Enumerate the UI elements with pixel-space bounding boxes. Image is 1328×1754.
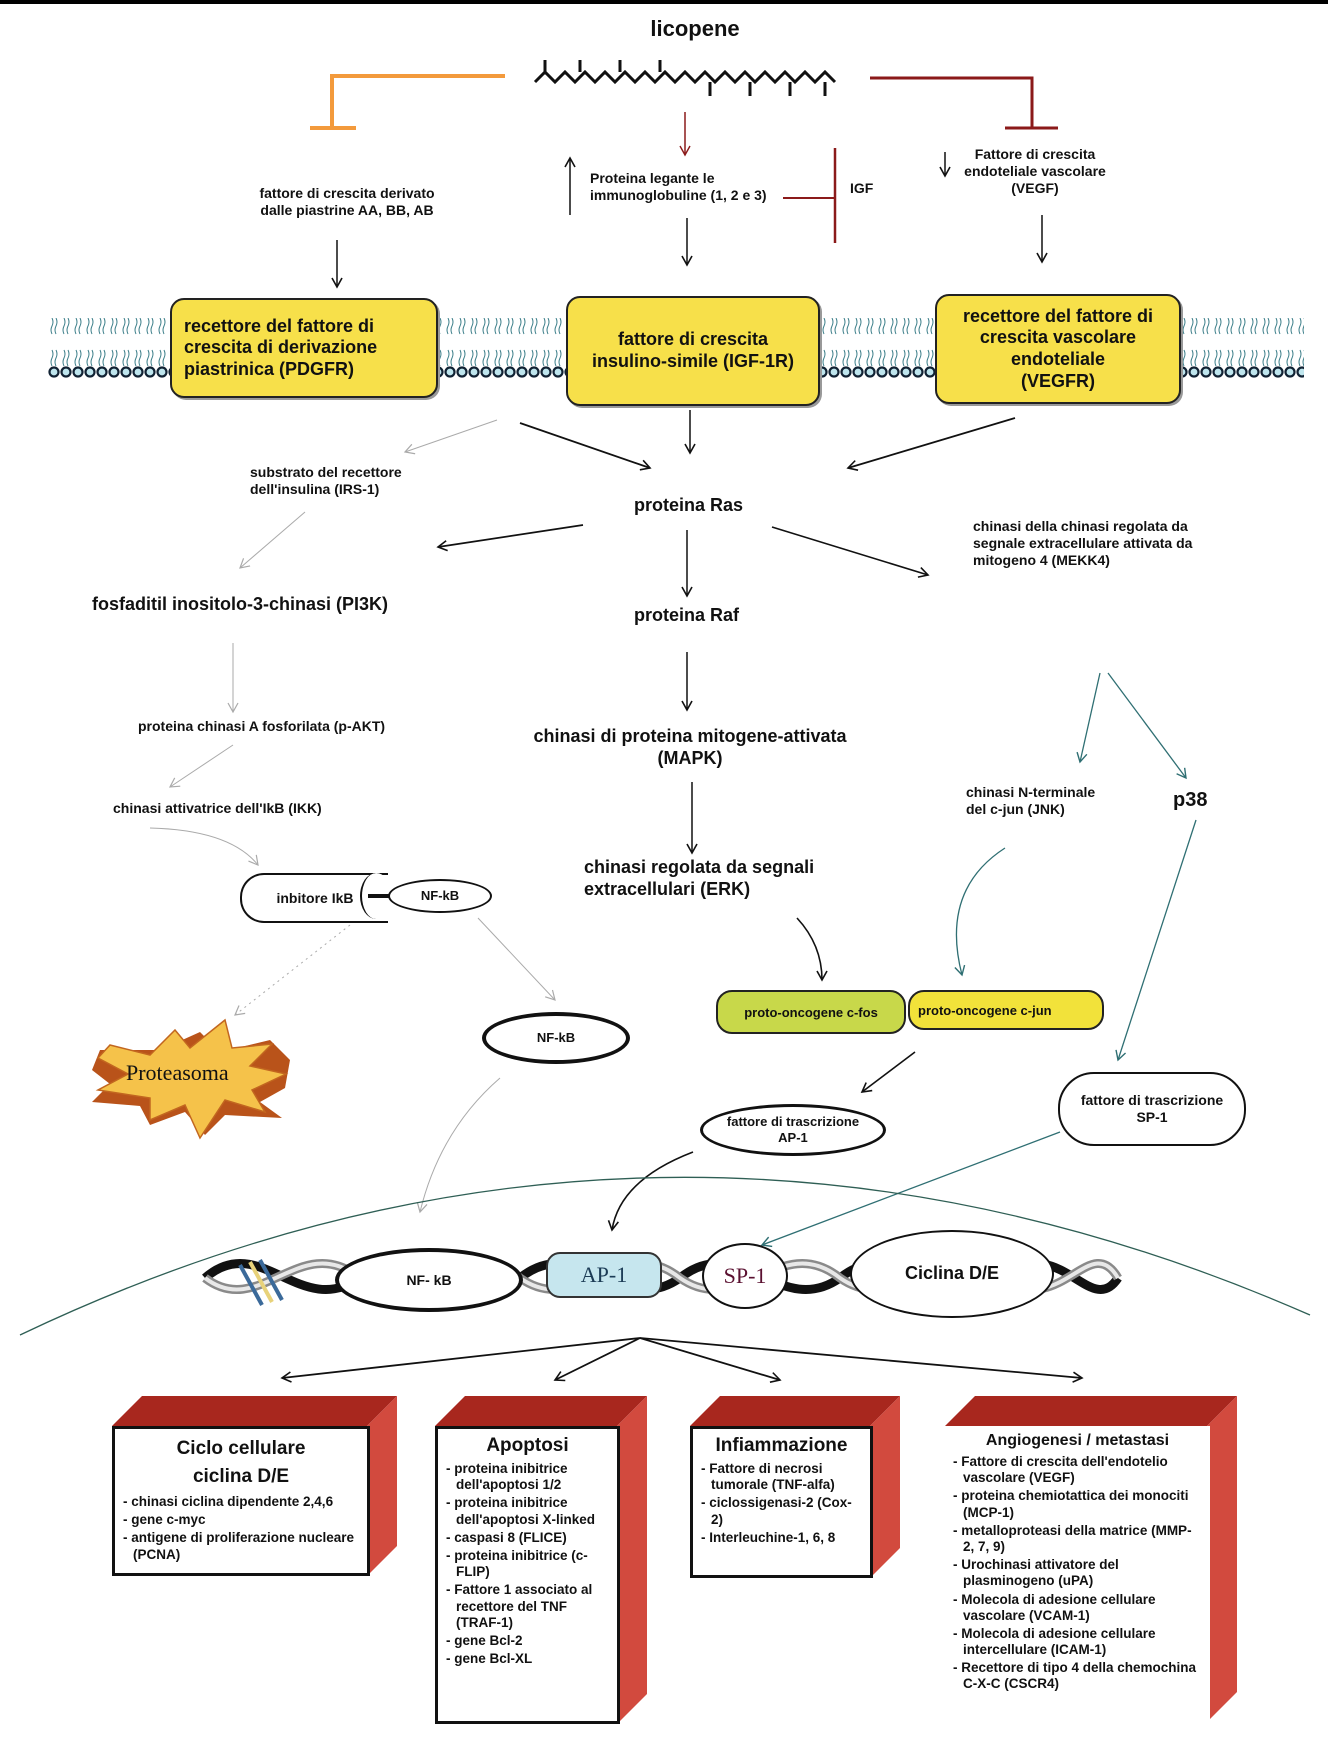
outcome-item: Recettore di tipo 4 della chemochina C-X… — [953, 1660, 1202, 1692]
top-border — [0, 0, 1328, 4]
outcome-item: Interleuchine-1, 6, 8 — [701, 1530, 862, 1546]
receptor-igf1r[interactable]: fattore di crescita insulino-simile (IGF… — [566, 296, 820, 406]
vegf-label: Fattore di crescita endoteliale vascolar… — [964, 146, 1106, 196]
box-3d-frame — [435, 1396, 647, 1724]
dna-sp1[interactable]: SP-1 — [702, 1243, 788, 1309]
outcome-item: Fattore di crescita dell'endotelio vasco… — [953, 1454, 1202, 1486]
outcome-list: proteina inibitrice dell'apoptosi 1/2 pr… — [446, 1461, 609, 1667]
lycopene-title: licopene — [650, 16, 740, 41]
outcome-item: gene c-myc — [123, 1512, 359, 1528]
outcome-item: proteina inibitrice dell'apoptosi 1/2 — [446, 1461, 609, 1493]
outcome-item: chinasi ciclina dipendente 2,4,6 — [123, 1494, 359, 1510]
ikb-label: inbitore IkB — [276, 890, 354, 906]
outcome-title: Angiogenesi / metastasi — [985, 1432, 1170, 1449]
node-irs1[interactable]: substrato del recettore dell'insulina (I… — [250, 464, 402, 497]
outcome-cell-cycle[interactable]: Ciclo cellulare ciclina D/E chinasi cicl… — [112, 1396, 397, 1576]
node-mapk[interactable]: chinasi di proteina mitogene-attivata (M… — [533, 726, 847, 768]
gene-cfos[interactable]: proto-oncogene c-fos — [716, 990, 906, 1034]
outcome-item: caspasi 8 (FLICE) — [446, 1530, 609, 1546]
node-p38[interactable]: p38 — [1173, 789, 1208, 811]
node-erk[interactable]: chinasi regolata da segnali extracellula… — [584, 857, 815, 899]
outcome-item: gene Bcl-XL — [446, 1651, 609, 1667]
outcome-title: Ciclo cellulare ciclina D/E — [176, 1438, 306, 1487]
outcome-item: Fattore di necrosi tumorale (TNF-alfa) — [701, 1461, 862, 1493]
nfkb-free[interactable]: NF-kB — [482, 1012, 630, 1064]
nucleus-membrane — [19, 1176, 1311, 1336]
outcome-inflammation[interactable]: Infiammazione Fattore di necrosi tumoral… — [690, 1396, 900, 1578]
dna-cyclin[interactable]: Ciclina D/E — [850, 1230, 1054, 1318]
dna-nfkb[interactable]: NF- kB — [335, 1248, 523, 1312]
outcome-item: Molecola di adesione cellulare intercell… — [953, 1626, 1202, 1658]
node-raf[interactable]: proteina Raf — [634, 605, 740, 625]
outcome-item: Molecola di adesione cellulare vascolare… — [953, 1592, 1202, 1624]
outcome-item: gene Bcl-2 — [446, 1633, 609, 1649]
outcome-title: Apoptosi — [486, 1435, 569, 1456]
node-ikk[interactable]: chinasi attivatrice dell'IkB (IKK) — [113, 800, 322, 816]
outcome-list: Fattore di necrosi tumorale (TNF-alfa) c… — [701, 1461, 862, 1546]
ikb-link — [368, 894, 390, 898]
node-ras[interactable]: proteina Ras — [634, 495, 744, 515]
gene-cjun[interactable]: proto-oncogene c-jun — [908, 990, 1104, 1030]
outcome-apoptosis[interactable]: Apoptosi proteina inibitrice dell'apopto… — [435, 1396, 647, 1724]
receptor-vegfr[interactable]: recettore del fattore di crescita vascol… — [935, 294, 1181, 404]
outcome-item: metalloproteasi della matrice (MMP-2, 7,… — [953, 1523, 1202, 1555]
outcome-list: chinasi ciclina dipendente 2,4,6 gene c-… — [123, 1494, 359, 1563]
node-pi3k[interactable]: fosfaditil inositolo-3-chinasi (PI3K) — [92, 594, 389, 614]
pdgf-label: fattore di crescita derivato dalle piast… — [259, 185, 435, 218]
tf-ap1[interactable]: fattore di trascrizione AP-1 — [700, 1104, 886, 1156]
box-3d-frame — [690, 1396, 900, 1578]
outcome-item: antigene di proliferazione nucleare (PCN… — [123, 1530, 359, 1562]
igfbp-label: Proteina legante le immunoglobuline (1, … — [590, 170, 767, 203]
outcome-list: Fattore di crescita dell'endotelio vasco… — [953, 1454, 1202, 1693]
outcome-item: proteina chemiotattica dei monociti (MCP… — [953, 1488, 1202, 1520]
inhibit-line-pdgf — [330, 74, 505, 128]
box-3d-frame — [945, 1396, 1237, 1722]
receptor-pdgfr[interactable]: recettore del fattore di crescita di der… — [170, 298, 438, 398]
node-pakt[interactable]: proteina chinasi A fosforilata (p-AKT) — [138, 718, 386, 734]
outcome-item: Urochinasi attivatore del plasminogeno (… — [953, 1557, 1202, 1589]
box-3d-frame — [112, 1396, 397, 1576]
dna-ap1[interactable]: AP-1 — [546, 1252, 662, 1298]
outcome-item: Fattore 1 associato al recettore del TNF… — [446, 1582, 609, 1631]
node-jnk[interactable]: chinasi N-terminale del c-jun (JNK) — [966, 784, 1096, 817]
outcome-item: ciclossigenasi-2 (Cox-2) — [701, 1495, 862, 1527]
outcome-title: Infiammazione — [715, 1435, 848, 1456]
tf-sp1[interactable]: fattore di trascrizione SP-1 — [1058, 1072, 1246, 1146]
node-mekk4[interactable]: chinasi della chinasi regolata da segnal… — [973, 518, 1193, 568]
proteasome-label: Proteasoma — [126, 1060, 229, 1085]
outcome-item: proteina inibitrice dell'apoptosi X-link… — [446, 1495, 609, 1527]
inhibit-line-vegf — [870, 76, 1034, 128]
lycopene-molecule-icon — [533, 60, 837, 96]
nfkb-bound[interactable]: NF-kB — [388, 879, 492, 913]
proteasome-starburst-icon — [92, 1018, 290, 1140]
outcome-angiogenesis[interactable]: Angiogenesi / metastasi Fattore di cresc… — [945, 1396, 1237, 1722]
igf-label: IGF — [850, 180, 874, 196]
outcome-item: proteina inibitrice (c-FLIP) — [446, 1548, 609, 1580]
